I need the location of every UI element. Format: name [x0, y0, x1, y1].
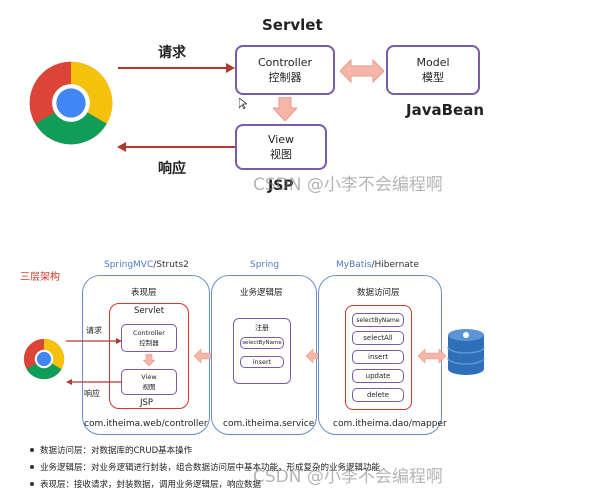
servlet-title: Servlet	[262, 16, 323, 34]
package-controller: com.itheima.web/controller	[84, 419, 208, 429]
mouse-cursor-icon	[239, 98, 247, 109]
small-controller-en: Controller	[133, 329, 165, 337]
watermark-bottom: CSDN @小李不会编程啊	[253, 467, 443, 487]
servlet-label: Servlet	[134, 306, 165, 316]
dao-layer-name: 数据访问层	[357, 288, 400, 298]
service-layer-name: 业务逻辑层	[240, 288, 283, 298]
controller-label-en: Controller	[257, 55, 313, 69]
request-arrow	[118, 63, 235, 73]
dao-item: delete	[352, 388, 404, 402]
small-request-arrow	[66, 338, 122, 344]
controller-view-arrow	[273, 97, 297, 121]
bullet-text: 业务逻辑层：对业务逻辑进行封装，组合数据访问层中基本功能，形成复杂的业务逻辑功能	[40, 463, 381, 473]
small-request-label: 请求	[86, 326, 102, 335]
bullet-dao: 数据访问层：对数据库的CRUD基本操作	[30, 444, 192, 456]
struts2-label: /Struts2	[153, 260, 189, 270]
springmvc-label: SpringMVC	[104, 260, 154, 270]
small-controller-cn: 控制器	[139, 339, 159, 347]
request-label: 请求	[158, 45, 186, 61]
service-layer-panel	[211, 275, 317, 435]
package-dao: com.itheima.dao/mapper	[333, 419, 447, 429]
dao-item: update	[352, 369, 404, 383]
bullet-text: 数据访问层：对数据库的CRUD基本操作	[40, 446, 193, 456]
bullet-service: 业务逻辑层：对业务逻辑进行封装，组合数据访问层中基本功能，形成复杂的业务逻辑功能	[30, 461, 380, 473]
javabean-label: JavaBean	[406, 101, 485, 119]
presentation-layer-name: 表现层	[131, 288, 157, 298]
small-jsp-label: JSP	[140, 398, 154, 408]
service-item: insert	[240, 356, 284, 368]
bullet-dot-icon	[30, 482, 34, 486]
servlet-container	[109, 303, 189, 409]
package-service: com.itheima.service	[223, 419, 315, 429]
database-icon	[447, 329, 485, 375]
bullet-presentation: 表现层：接收请求，封装数据，调用业务逻辑层，响应数据	[30, 478, 261, 490]
small-controller-box: Controller 控制器	[121, 324, 177, 352]
small-response-label: 响应	[84, 389, 100, 398]
view-label-cn: 视图	[270, 147, 292, 161]
bullet-dot-icon	[30, 448, 34, 452]
layer1-framework-header: SpringMVC/Struts2	[104, 260, 189, 270]
watermark-top: CSDN @小李不会编程啊	[253, 175, 443, 195]
response-arrow	[117, 142, 235, 152]
chrome-logo-small-icon	[23, 338, 65, 380]
jsp-label: JSP	[268, 178, 294, 194]
hibernate-label: /Hibernate	[371, 260, 419, 270]
layer2-framework-header: Spring	[250, 260, 280, 270]
controller-label-cn: 控制器	[268, 70, 302, 84]
layer3-database-arrow	[418, 349, 446, 363]
dao-item: insert	[352, 350, 404, 364]
response-label: 响应	[158, 161, 186, 177]
bullet-text: 表现层：接收请求，封装数据，调用业务逻辑层，响应数据	[40, 480, 262, 490]
layer3-framework-header: MyBatis/Hibernate	[336, 260, 419, 270]
dao-container	[345, 305, 412, 410]
register-container	[233, 318, 291, 384]
small-view-en: View	[141, 373, 157, 381]
small-view-box: View 视图	[121, 369, 177, 395]
dao-item: selectByName	[352, 313, 404, 327]
bullet-dot-icon	[30, 465, 34, 469]
small-response-arrow	[66, 379, 122, 385]
model-label-en: Model	[416, 55, 450, 69]
dao-item: selectAll	[352, 331, 404, 345]
model-label-cn: 模型	[422, 70, 444, 84]
model-box: Model 模型	[386, 45, 480, 95]
view-box: View 视图	[235, 124, 327, 170]
view-label-en: View	[267, 132, 295, 146]
three-tier-title: 三层架构	[20, 272, 60, 283]
controller-box: Controller 控制器	[235, 45, 335, 95]
mybatis-label: MyBatis	[336, 260, 372, 270]
small-view-cn: 视图	[142, 383, 156, 391]
service-item: selectByName	[240, 337, 284, 349]
register-label: 注册	[255, 324, 269, 332]
controller-model-arrow	[340, 58, 384, 84]
chrome-logo-icon	[29, 61, 113, 145]
small-controller-view-arrow	[143, 354, 155, 366]
